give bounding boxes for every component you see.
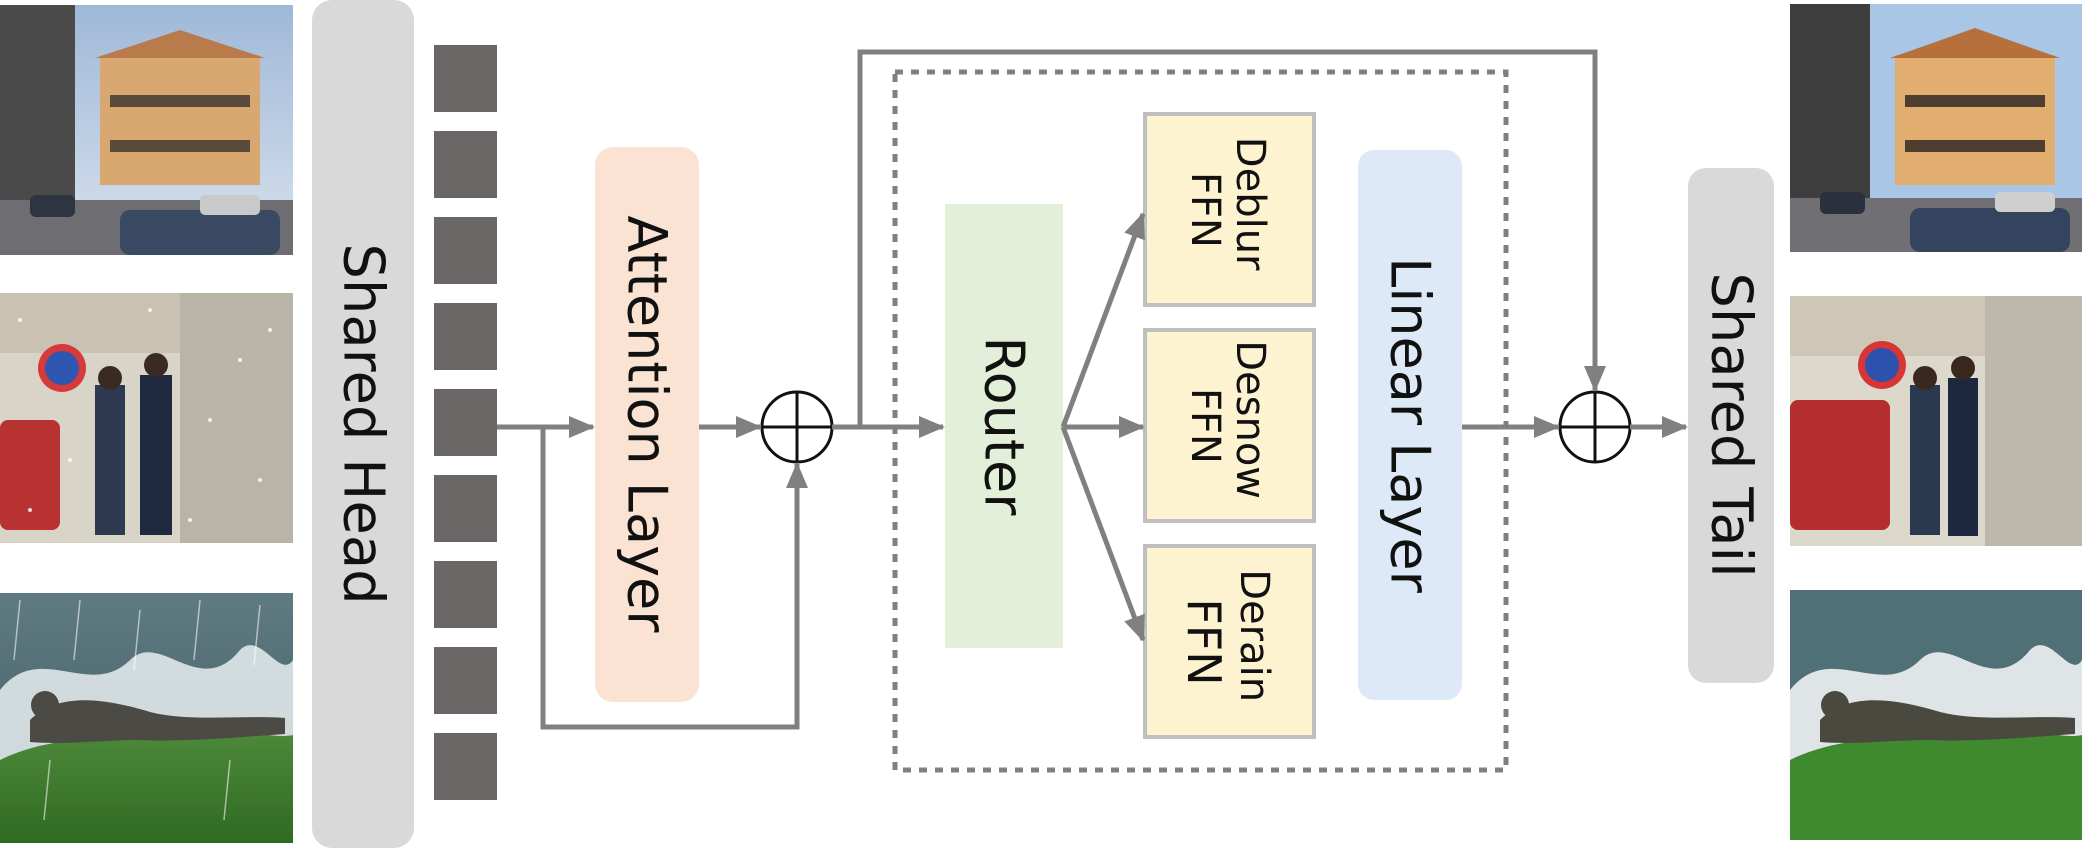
token-column — [434, 45, 497, 800]
residual-add-node-2 — [1558, 390, 1632, 464]
arrow-router-to-derain — [1060, 426, 1146, 642]
token-square — [434, 45, 497, 112]
shared-head-block: Shared Head — [312, 0, 414, 848]
expert-derain-ffn: Derain FFN — [1143, 544, 1316, 739]
token-square — [434, 647, 497, 714]
moe-block-boundary — [892, 69, 1509, 773]
token-square — [434, 561, 497, 628]
token-square — [434, 131, 497, 198]
attention-layer-block: Attention Layer — [595, 147, 699, 702]
connectors — [497, 49, 1688, 730]
output-image-restored-street — [1790, 4, 2082, 252]
shared-tail-block: Shared Tail — [1688, 168, 1774, 683]
input-image-snowy-street — [0, 293, 293, 543]
shared-head-label: Shared Head — [331, 243, 396, 604]
token-square — [434, 217, 497, 284]
input-image-rainy-iguana — [0, 593, 293, 843]
router-block: Router — [945, 204, 1063, 648]
token-square — [434, 733, 497, 800]
linear-layer-label: Linear Layer — [1379, 257, 1442, 593]
arrow-attention-skip — [540, 427, 808, 730]
expert-deblur-ffn: Deblur FFN — [1143, 112, 1316, 307]
input-image-blurry-street — [0, 5, 293, 255]
linear-layer-block: Linear Layer — [1358, 150, 1462, 700]
expert-deblur-label: Deblur FFN — [1182, 137, 1273, 283]
shared-tail-label: Shared Tail — [1699, 272, 1764, 577]
arrow-moe-skip — [857, 49, 1606, 427]
expert-desnow-ffn: Desnow FFN — [1143, 328, 1316, 523]
residual-add-node-1 — [760, 390, 834, 464]
attention-layer-label: Attention Layer — [616, 216, 679, 634]
output-image-restored-pedestrians — [1790, 296, 2082, 546]
token-square — [434, 475, 497, 542]
output-image-restored-iguana — [1790, 590, 2082, 840]
router-label: Router — [973, 337, 1036, 517]
expert-derain-label: Derain FFN — [1177, 569, 1277, 715]
expert-desnow-label: Desnow FFN — [1182, 340, 1273, 512]
arrow-router-to-deblur — [1060, 212, 1146, 428]
token-square — [434, 303, 497, 370]
token-square — [434, 389, 497, 456]
